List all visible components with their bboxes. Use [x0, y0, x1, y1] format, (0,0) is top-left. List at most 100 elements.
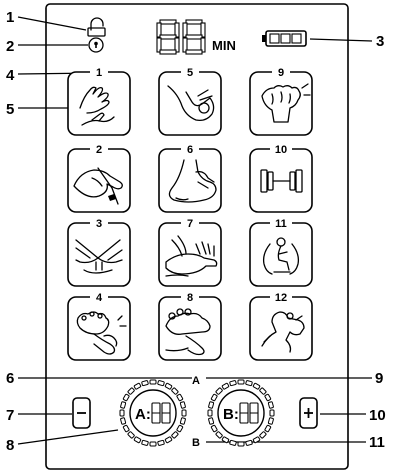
channel-a-ring-segment — [133, 436, 142, 444]
channel-b-ring-segment — [267, 417, 274, 425]
channel-a-ring-segment — [120, 401, 127, 409]
callout-7: 7 — [6, 407, 72, 424]
program-number: 1 — [96, 67, 102, 79]
callout-2-label: 2 — [6, 38, 14, 55]
channel-b-ring-segment — [208, 401, 215, 409]
program-number: 11 — [275, 218, 287, 230]
channel-a-ring-segment — [176, 424, 184, 433]
channel-b-ring-segment — [215, 431, 223, 439]
shoulder-figure-icon — [261, 311, 305, 353]
minus-button[interactable] — [72, 397, 91, 429]
channel-a-ring-segment — [179, 401, 186, 409]
plus-button[interactable] — [299, 397, 318, 429]
channel-a-ring — [119, 379, 187, 447]
channel-a-marker: A — [192, 375, 200, 387]
channel-b-ring-segment — [229, 439, 237, 446]
channel-b-ring-segment — [229, 380, 237, 387]
callout-9: 9 — [206, 370, 383, 387]
channel-a-ring-segment — [176, 393, 184, 402]
program-tile-8[interactable]: 8 — [158, 292, 222, 361]
program-number: 2 — [96, 144, 102, 156]
program-tile-5[interactable]: 5 — [158, 67, 222, 136]
channel-a-ring-segment — [127, 431, 135, 439]
callout-7-label: 7 — [6, 407, 14, 424]
program-number: 7 — [187, 218, 193, 230]
min-label: MIN — [212, 38, 236, 53]
channel-b-ring-segment — [267, 401, 274, 409]
program-tile-12[interactable]: 12 — [249, 292, 313, 361]
channel-b-ring-segment — [215, 387, 223, 395]
program-tile-2[interactable]: 2 — [67, 144, 131, 213]
program-number: 4 — [96, 292, 103, 304]
callout-11-label: 11 — [369, 434, 385, 451]
display-frame — [45, 3, 349, 470]
finger-tap-icon — [165, 308, 211, 356]
elbow-arm-icon — [167, 85, 215, 122]
callout-4-label: 4 — [6, 67, 15, 84]
channel-b-ring-segment — [245, 380, 253, 387]
channel-b-ring-segment — [210, 424, 218, 433]
program-tile-6[interactable]: 6 — [158, 144, 222, 213]
battery-icon — [262, 30, 307, 47]
channel-b-ring-segment — [210, 393, 218, 402]
channel-b-ring-segment — [264, 393, 272, 402]
channel-b-ring-segment — [259, 387, 267, 395]
callout-8: 8 — [6, 429, 119, 454]
callout-9-label: 9 — [375, 370, 383, 387]
callout-5-label: 5 — [6, 101, 14, 118]
channel-a-ring-segment — [122, 424, 130, 433]
program-number: 10 — [275, 144, 287, 156]
hands-icon — [79, 86, 115, 126]
channel-a-ring-segment — [119, 409, 125, 417]
channel-a-ring-segment — [164, 382, 173, 390]
channel-b-ring-segment — [221, 382, 230, 390]
hand-massage-icon — [165, 235, 218, 277]
program-tile-7[interactable]: 7 — [158, 218, 222, 287]
padlock-icon — [87, 17, 106, 37]
keyhole-icon — [88, 37, 104, 53]
channel-a-ring-segment — [141, 439, 149, 446]
channel-b-ring-segment — [259, 431, 267, 439]
callout-10: 10 — [320, 407, 386, 424]
plus-icon — [304, 408, 313, 418]
channel-a-ring-segment — [149, 379, 157, 385]
channel-b-prefix: B: — [223, 406, 239, 423]
channel-b-ring-segment — [221, 436, 230, 444]
program-tile-9[interactable]: 9 — [249, 67, 313, 136]
callout-6-label: 6 — [6, 370, 14, 387]
channel-b-ring-segment — [252, 436, 261, 444]
wrist-hand-icon — [73, 167, 123, 205]
channel-a-digits — [151, 402, 171, 424]
callout-1: 1 — [6, 9, 87, 31]
channel-b-ring-segment — [269, 409, 275, 417]
channel-a-ring-segment — [164, 436, 173, 444]
channel-a-ring-segment — [179, 417, 186, 425]
fist-icon — [261, 83, 311, 123]
channel-a-ring-segment — [133, 382, 142, 390]
channel-b-ring-segment — [245, 439, 253, 446]
channel-b-ring — [207, 379, 275, 447]
timer-digits — [156, 19, 206, 55]
program-number: 5 — [187, 67, 193, 79]
callout-3: 3 — [309, 33, 384, 50]
program-tile-1[interactable]: 1 — [67, 67, 131, 136]
program-tile-11[interactable]: 11 — [249, 218, 313, 287]
program-number: 12 — [275, 292, 287, 304]
program-tile-10[interactable]: 10 — [249, 144, 313, 213]
program-tile-3[interactable]: 3 — [67, 218, 131, 287]
program-number: 6 — [187, 144, 193, 156]
channel-a-prefix: A: — [135, 406, 151, 423]
channel-a-ring-segment — [171, 431, 179, 439]
program-number: 9 — [278, 67, 284, 79]
channel-b-ring-segment — [264, 424, 272, 433]
channel-a-intensity[interactable]: A: — [119, 379, 187, 447]
foot-ankle-icon — [168, 159, 217, 203]
channel-a-ring-segment — [120, 417, 127, 425]
channel-b-digits — [239, 402, 259, 424]
callout-6: 6 — [6, 370, 192, 387]
program-tile-4[interactable]: 4 — [67, 292, 131, 361]
seated-figure-icon — [262, 237, 300, 275]
callout-10-label: 10 — [369, 407, 386, 424]
channel-b-intensity[interactable]: B: — [207, 379, 275, 447]
